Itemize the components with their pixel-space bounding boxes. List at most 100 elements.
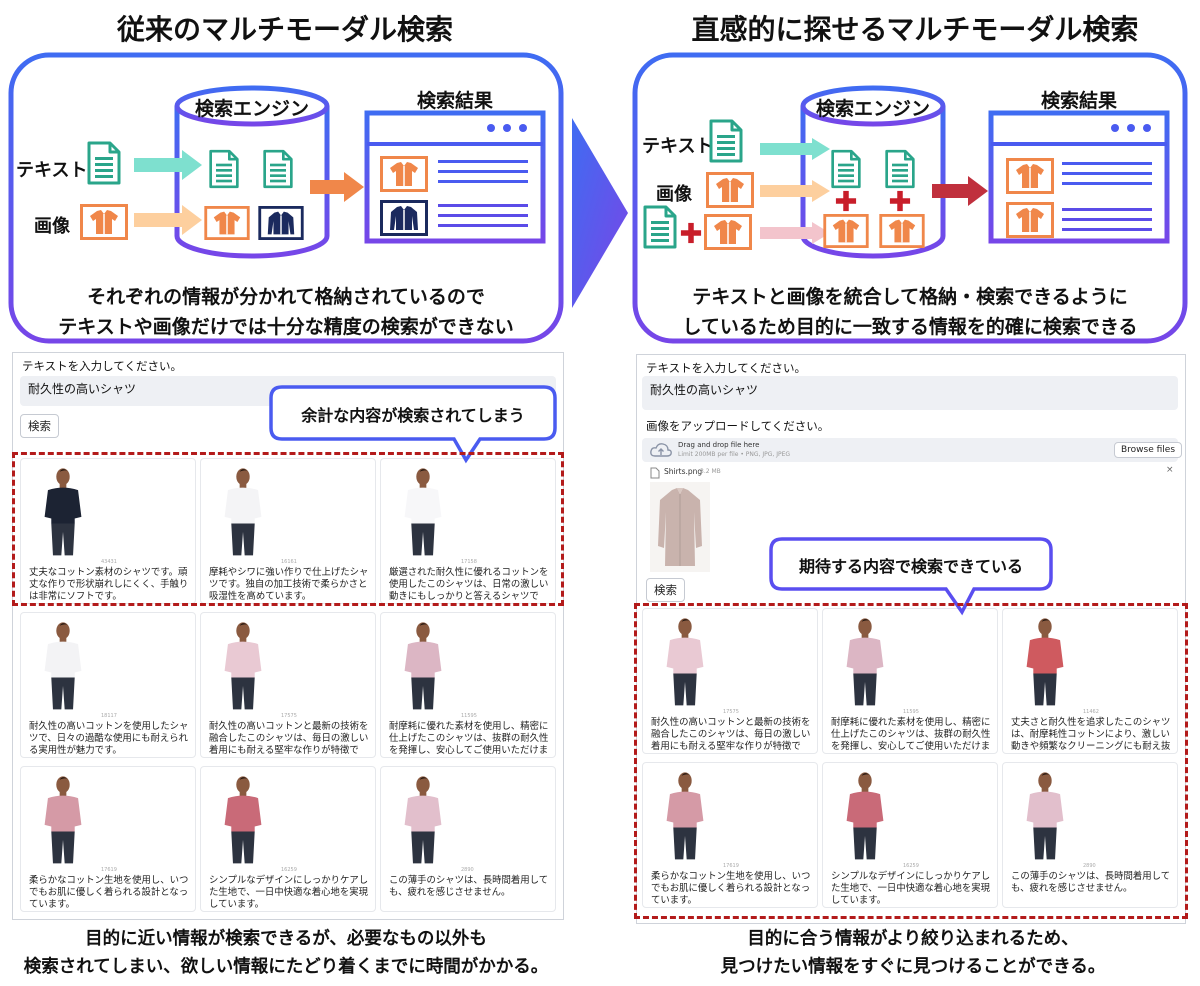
left-result-shirt-navy-icon [380, 200, 428, 236]
product-id: 11595 [461, 713, 477, 719]
model-shirt-image [224, 776, 262, 864]
result-card[interactable]: 16259 シンプルなデザインにしっかりケアした生地で、一日中快適な着心地を実現し… [200, 766, 376, 912]
result-card[interactable]: 17575 耐久性の高いコットンと最新の技術を融合したこのシャツは、毎日の激しい着… [200, 612, 376, 758]
product-description: 丈夫さと耐久性を追求したこのシャツは、耐摩耗性コットンにより、激しい動きや頻繁な… [1011, 717, 1171, 753]
product-description: 耐久性の高いコットンと最新の技術を融合したこのシャツは、毎日の激しい着用にも耐え… [209, 721, 369, 757]
right-bottom-line2: 見つけたい情報をすぐに見つけることができる。 [720, 957, 1106, 977]
product-description: 柔らかなコットン生地を使用し、いつでもお肌に優しく着られる設計となっています。 [651, 871, 811, 907]
right-file-name: Shirts.png [664, 467, 703, 476]
right-result-label: 検索結果 [1040, 90, 1117, 112]
right-drop-title: Drag and drop file here [678, 441, 760, 449]
product-id: 11595 [903, 709, 919, 715]
right-highlight-box [634, 603, 1188, 919]
remove-file-icon[interactable]: × [1166, 465, 1174, 475]
right-combined-arrow-icon [760, 222, 830, 244]
result-card[interactable]: 11595 耐摩耗に優れた素材を使用し、精密に仕上げたこのシャツは、抜群の耐久性を… [822, 608, 998, 754]
left-highlight-box [12, 452, 564, 606]
result-card[interactable]: 11595 耐摩耗に優れた素材を使用し、精密に仕上げたこのシャツは、抜群の耐久性を… [380, 612, 556, 758]
result-card[interactable]: 2890 この薄手のシャツは、長時間着用しても、疲れを感じさせません。 [1002, 762, 1178, 908]
right-image-label: 画像 [656, 184, 692, 205]
right-text-prompt: テキストを入力してください。 [646, 361, 806, 375]
product-id: 16259 [281, 867, 297, 873]
left-bottom-line1: 目的に近い情報が検索できるが、必要なもの以外も [85, 929, 487, 949]
product-description: シンプルなデザインにしっかりケアした生地で、一日中快適な着心地を実現しています。 [209, 875, 369, 911]
right-engine-to-result-arrow-icon [932, 176, 988, 206]
file-icon [650, 467, 660, 479]
product-description: 丈夫なコットン素材のシャツです。頑丈な作りで形状崩れしにくく、手触りは非常にソフ… [29, 567, 189, 603]
left-engine-to-result-arrow-icon [310, 172, 364, 202]
product-id: 2890 [1083, 863, 1096, 869]
model-shirt-image [404, 622, 442, 710]
left-image-arrow-icon [134, 205, 202, 235]
left-callout-text: 余計な内容が検索されてしまう [301, 406, 525, 425]
right-text-label: テキスト [642, 136, 714, 157]
left-results-window [364, 110, 546, 244]
right-file-dropzone[interactable] [642, 438, 1178, 462]
product-id: 17158 [461, 559, 477, 565]
left-title: 従来のマルチモーダル検索 [116, 13, 453, 46]
product-id: 17619 [101, 867, 117, 873]
right-drop-limit: Limit 200MB per file • PNG, JPG, JPEG [678, 451, 791, 458]
product-description: シンプルなデザインにしっかりケアした生地で、一日中快適な着心地を実現しています。 [831, 871, 991, 907]
product-id: 17575 [281, 713, 297, 719]
left-text-arrow-icon [134, 150, 202, 180]
left-engine-shirt-orange-icon [204, 206, 250, 240]
left-engine-doc-icon [262, 148, 294, 190]
product-id: 18117 [101, 713, 117, 719]
left-engine-doc-icon [208, 148, 240, 190]
product-id: 2890 [461, 867, 474, 873]
result-card[interactable]: 17619 柔らかなコットン生地を使用し、いつでもお肌に優しく着られる設計となって… [20, 766, 196, 912]
right-caption-line1: テキストと画像を統合して格納・検索できるように [692, 286, 1128, 308]
right-image-arrow-icon [760, 180, 830, 202]
left-input-doc-icon [86, 140, 122, 186]
product-description: 耐久性の高いコットンを使用したシャツで、日々の過酷な使用にも耐えられる実用性が魅… [29, 721, 189, 757]
product-description: この薄手のシャツは、長時間着用しても、疲れを感じさせません。 [1011, 871, 1171, 895]
product-description: この薄手のシャツは、長時間着用しても、疲れを感じさせません。 [389, 875, 549, 899]
left-callout-bubble [269, 385, 557, 464]
product-id: 11462 [1083, 709, 1099, 715]
left-input-shirt-icon [80, 204, 128, 240]
right-callout-text: 期待する内容で検索できている [798, 557, 1023, 576]
uploaded-shirt-image [650, 482, 710, 572]
model-shirt-image [44, 622, 82, 710]
right-result-shirt-icon [1006, 202, 1054, 238]
right-callout-bubble [769, 537, 1053, 616]
right-engine-label: 検索エンジン [815, 98, 930, 120]
right-file-size: 3.2 MB [700, 468, 721, 475]
left-result-shirt-orange-icon [380, 156, 428, 192]
right-query-input[interactable]: 耐久性の高いシャツ [642, 376, 1178, 410]
model-shirt-image [404, 776, 442, 864]
product-description: 耐摩耗に優れた素材を使用し、精密に仕上げたこのシャツは、抜群の耐久性を発揮し、安… [831, 717, 991, 753]
result-card[interactable]: 11462 丈夫さと耐久性を追求したこのシャツは、耐摩耗性コットンにより、激しい動… [1002, 608, 1178, 754]
result-card[interactable]: 2890 この薄手のシャツは、長時間着用しても、疲れを感じさせません。 [380, 766, 556, 912]
chevron-right-icon [572, 118, 628, 308]
right-upload-prompt: 画像をアップロードしてください。 [646, 419, 830, 433]
model-shirt-image [44, 776, 82, 864]
right-text-arrow-icon [760, 138, 830, 160]
browse-files-button[interactable]: Browse files [1114, 442, 1183, 458]
right-engine-doc-icon [884, 148, 916, 190]
result-card[interactable]: 17158 厳選された耐久性に優れるコットンを使用したこのシャツは、日常の激しい動… [380, 458, 556, 604]
product-description: 厳選された耐久性に優れるコットンを使用したこのシャツは、日常の激しい動きにもしっ… [389, 567, 549, 603]
result-card[interactable]: 18117 耐久性の高いコットンを使用したシャツで、日々の過酷な使用にも耐えられる… [20, 612, 196, 758]
result-card[interactable]: 43431 丈夫なコットン素材のシャツです。頑丈な作りで形状崩れしにくく、手触りは… [20, 458, 196, 604]
right-input-shirt-icon [704, 214, 752, 250]
right-caption-line2: しているため目的に一致する情報を的確に検索できる [682, 316, 1138, 338]
product-id: 43431 [101, 559, 117, 565]
left-engine-label: 検索エンジン [194, 98, 309, 120]
right-engine-shirt-icon [822, 214, 870, 248]
product-id: 16161 [281, 559, 297, 565]
right-search-button[interactable]: 検索 [646, 578, 685, 602]
left-caption-line1: それぞれの情報が分かれて格納されているので [87, 286, 485, 308]
product-description: 柔らかなコットン生地を使用し、いつでもお肌に優しく着られる設計となっています。 [29, 875, 189, 911]
cloud-upload-icon [650, 443, 672, 457]
right-input-doc-icon [642, 204, 678, 250]
product-description: 耐摩耗に優れた素材を使用し、精密に仕上げたこのシャツは、抜群の耐久性を発揮し、安… [389, 721, 549, 757]
left-text-label: テキスト [16, 160, 88, 181]
right-engine-doc-icon [830, 148, 862, 190]
left-search-button[interactable]: 検索 [20, 414, 59, 438]
